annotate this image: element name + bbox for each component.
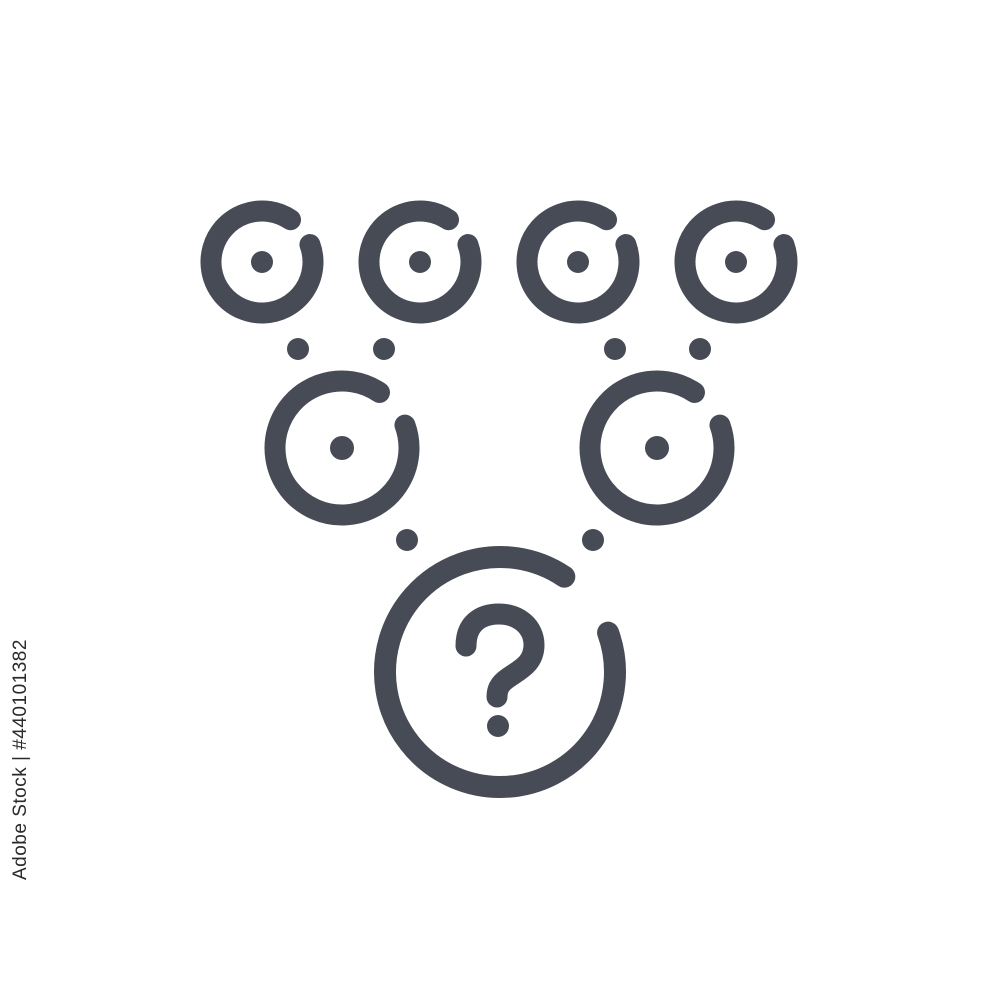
middle-node-center-dot-right	[645, 436, 669, 460]
stock-id-watermark: Adobe Stock | #440101382	[10, 639, 31, 880]
top-node-center-dot-4	[725, 251, 747, 273]
top-node-ring-4	[674, 200, 798, 324]
top-node-ring-2	[358, 200, 482, 324]
connector-dot-1	[287, 338, 309, 360]
question-mark-dot	[487, 715, 509, 737]
middle-node-ring-left	[264, 370, 420, 526]
icon-strokes	[200, 200, 798, 798]
top-node-ring-1	[200, 200, 324, 324]
top-node-center-dot-2	[409, 251, 431, 273]
middle-node-center-dot-left	[330, 436, 354, 460]
connector-dot-3	[604, 338, 626, 360]
connector-dot-2	[373, 338, 395, 360]
connector-dot-4	[689, 338, 711, 360]
top-node-center-dot-3	[567, 251, 589, 273]
connector-dot-5	[396, 529, 418, 551]
question-mark-icon	[455, 603, 545, 708]
bottom-node-ring	[373, 546, 626, 798]
top-node-ring-3	[516, 200, 640, 324]
top-node-center-dot-1	[251, 251, 273, 273]
middle-node-ring-right	[579, 370, 735, 526]
connector-dot-6	[582, 529, 604, 551]
